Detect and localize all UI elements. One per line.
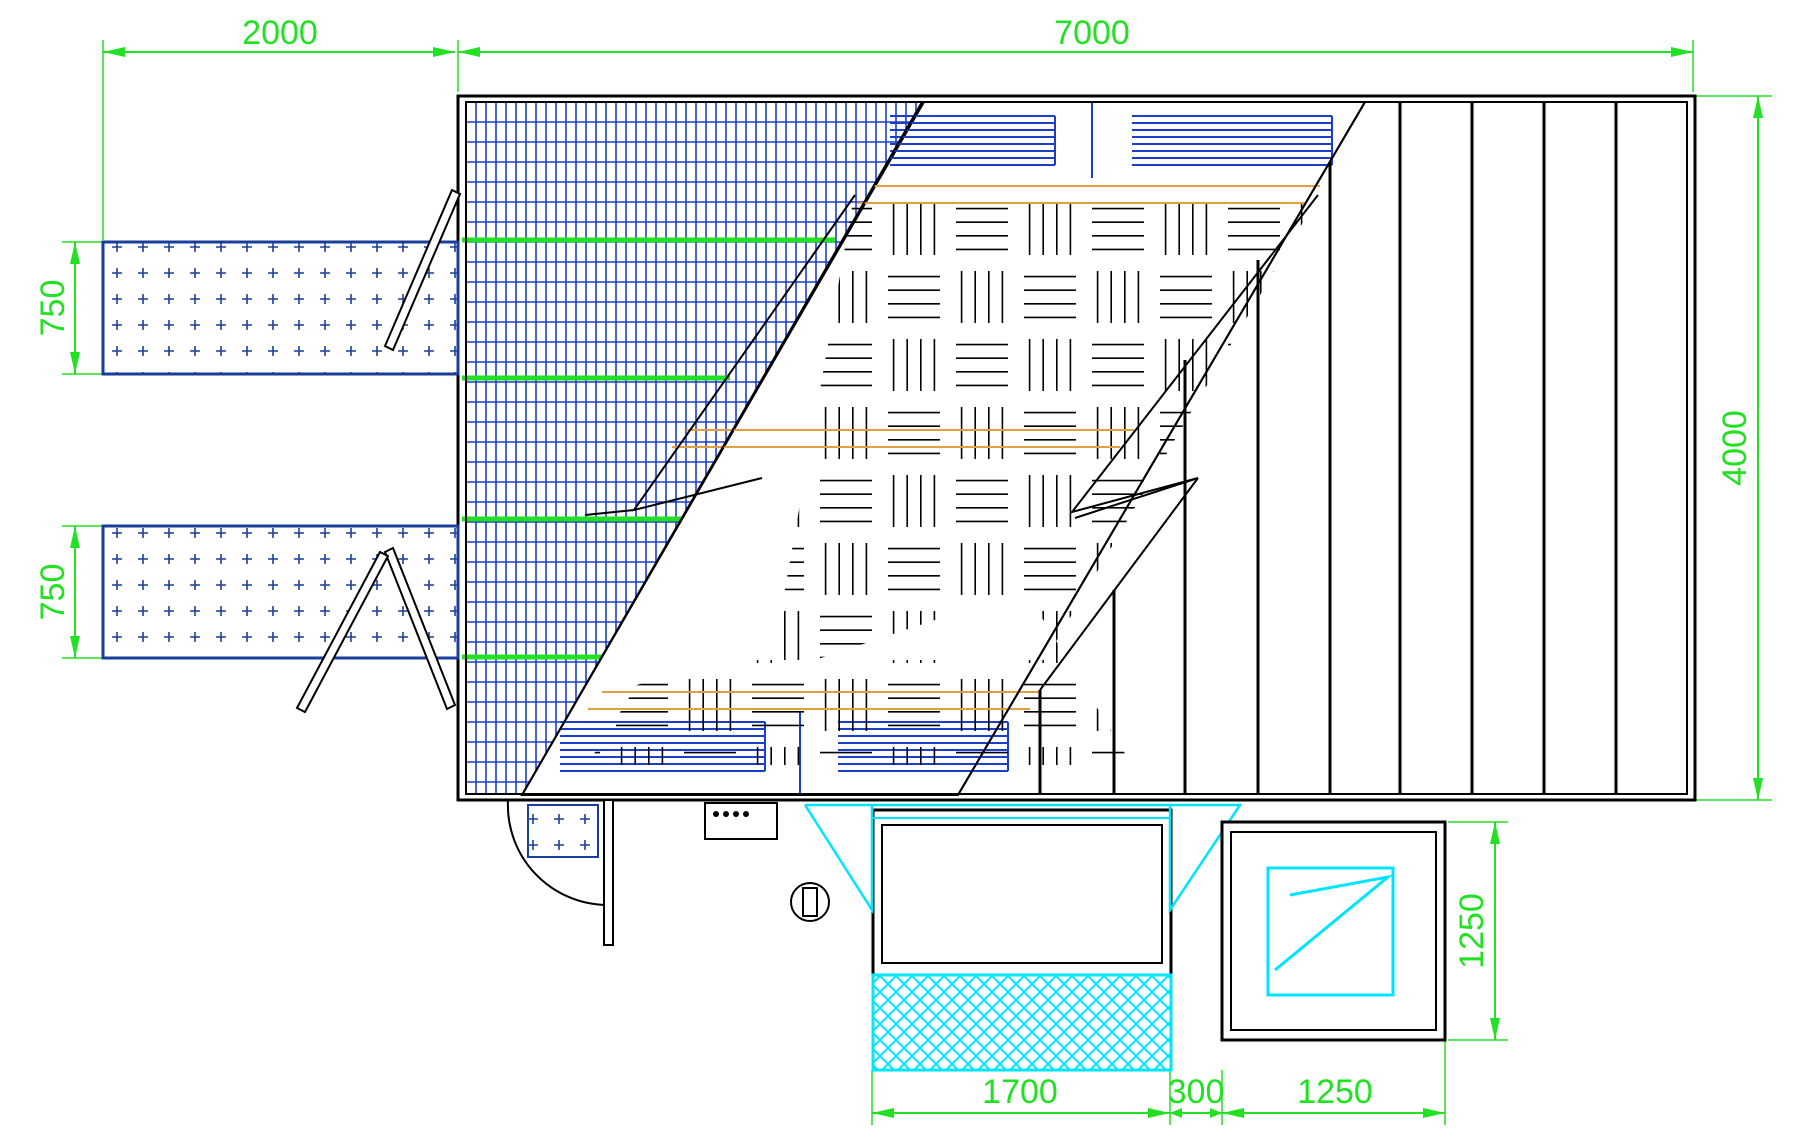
diagonal-outline [521,101,1366,796]
control-panel [704,802,778,840]
burner-unit [1220,820,1447,1042]
dimension-right-height: 4000 [1695,95,1772,801]
orange-joists [588,185,1320,710]
dimension-label: 750 [34,280,72,337]
right-slats [1038,102,1618,795]
dimension-bottom: 1700 300 1250 [871,1040,1446,1125]
green-rails [462,237,835,660]
room-outline [456,94,1697,802]
door-upper [383,188,462,352]
entry-door [506,799,614,946]
dimension-label: 300 [1168,1073,1225,1111]
mat-upper [101,240,460,376]
dimension-left-upper: 750 [34,241,103,375]
dimension-label: 1700 [982,1073,1058,1111]
dimension-top-left: 2000 [102,14,455,240]
dimension-label: 750 [34,564,72,621]
dimension-left-lower: 750 [34,525,103,659]
heating-unit [803,803,1243,977]
dimension-right-side: 1250 [1448,821,1508,1041]
mat-lower [101,524,460,660]
dimension-top-main: 7000 [457,14,1694,92]
dimension-label: 4000 [1716,410,1754,486]
filter-grate [871,973,1173,1072]
dimension-label: 2000 [242,14,318,52]
blue-bench-top [890,102,1333,178]
dimension-label: 1250 [1297,1073,1373,1111]
dimension-label: 1250 [1453,893,1491,969]
dimension-label: 7000 [1054,14,1130,52]
door-lower [295,546,457,714]
fan-motor [790,882,830,922]
